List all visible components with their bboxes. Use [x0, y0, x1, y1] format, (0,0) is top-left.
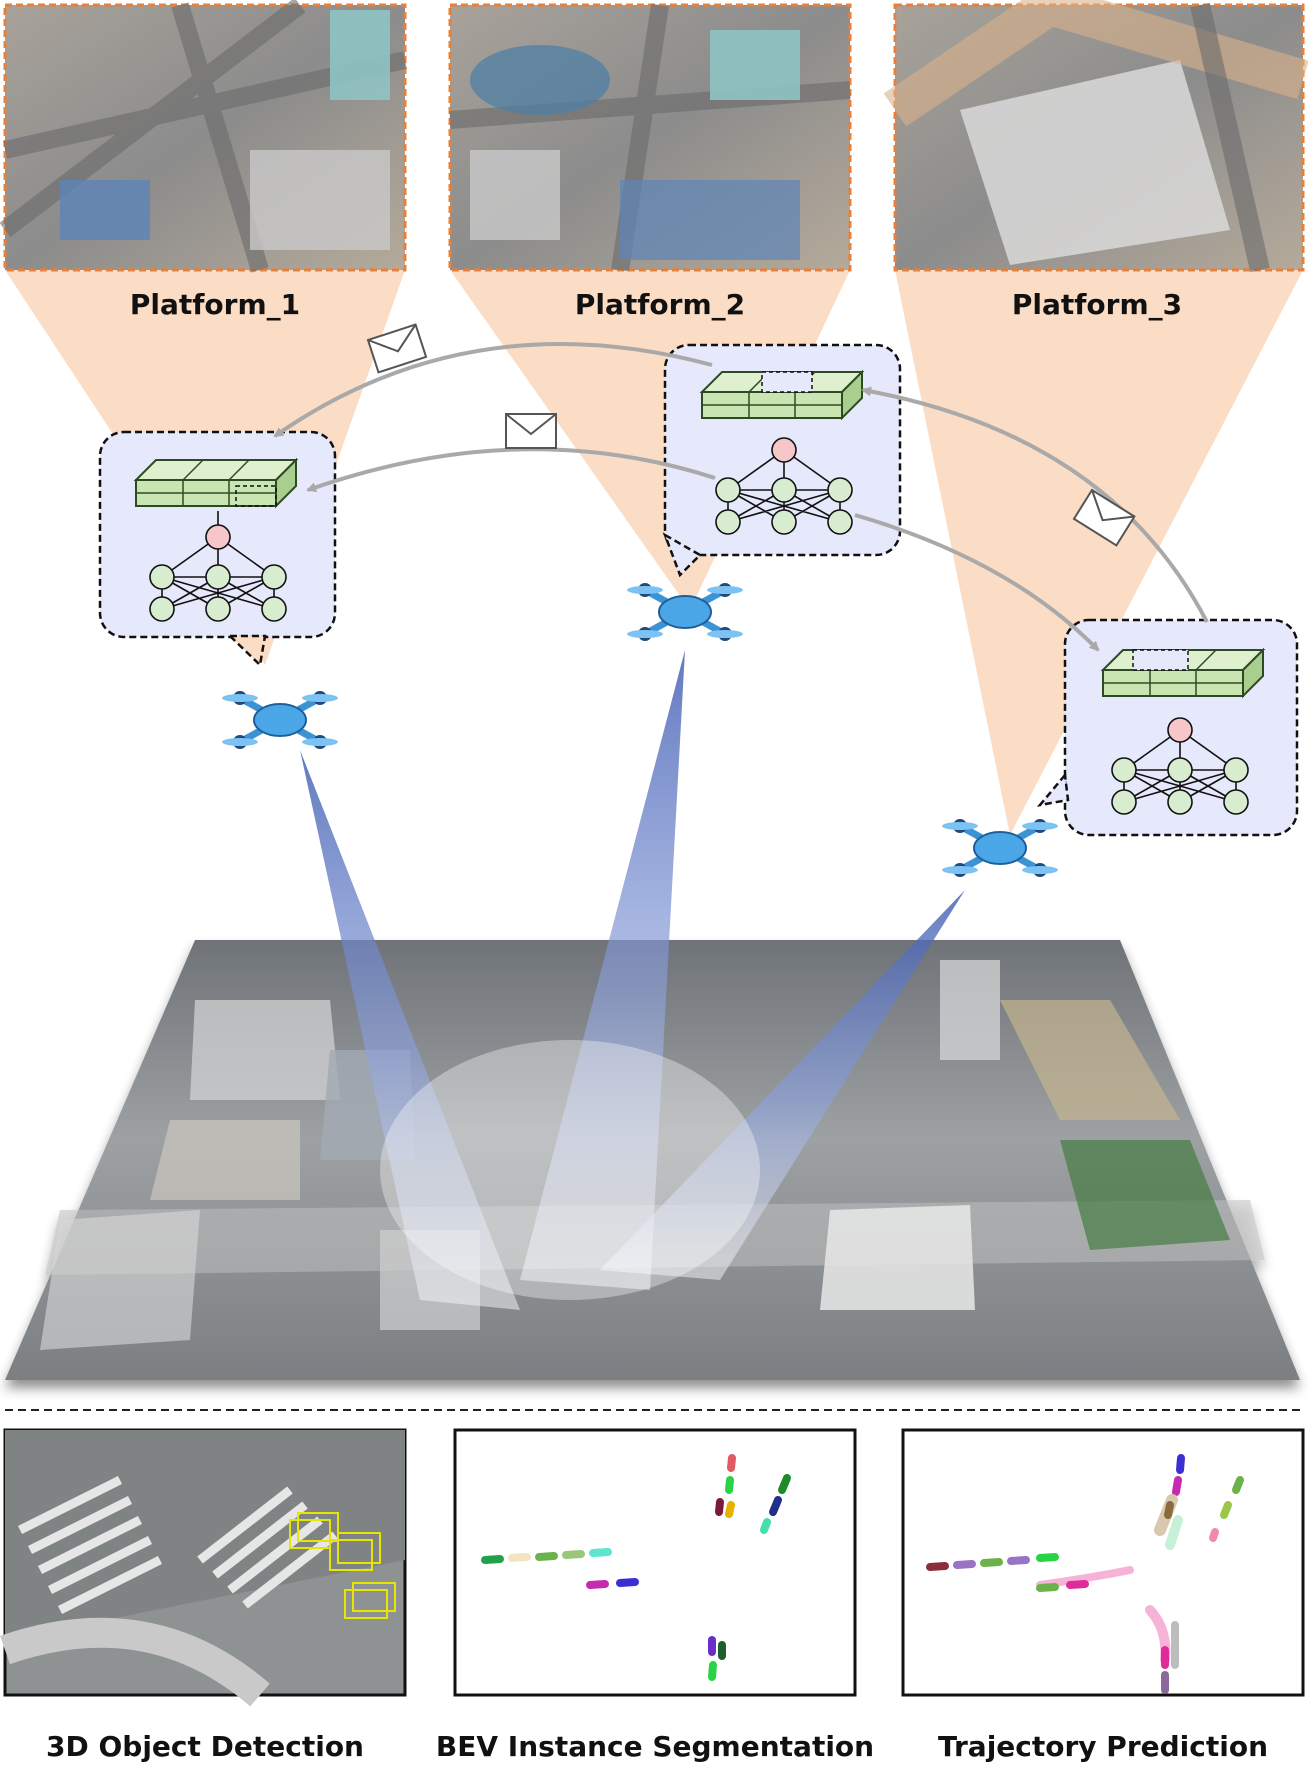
- arrow-p2-to-p1: [273, 341, 713, 438]
- task-panel-trajectory: [901, 1428, 1305, 1697]
- task-panel-detection: [0, 1428, 407, 1707]
- platform-2-label: Platform_2: [574, 288, 746, 321]
- arrow-p3-to-p2: [861, 386, 1209, 623]
- arrow-p2-to-p3: [854, 513, 1100, 652]
- platform-view-2: [448, 3, 852, 272]
- neural-network-icon: [149, 437, 1249, 815]
- beam-drone-3: [600, 890, 965, 1280]
- frustum-platform-3: [895, 270, 1303, 835]
- task-label-segmentation: BEV Instance Segmentation: [435, 1730, 875, 1763]
- voxel-grid-icon: [133, 369, 1266, 699]
- task-panel-segmentation: [453, 1428, 857, 1697]
- message-arrows: [273, 341, 1209, 652]
- task-label-trajectory: Trajectory Prediction: [937, 1730, 1269, 1763]
- platform-view-1: [0, 0, 407, 273]
- platform-3-label: Platform_3: [1011, 288, 1183, 321]
- envelope-icon: [366, 323, 1136, 547]
- arrow-p2-to-p1-lower: [306, 447, 716, 493]
- beam-drone-1: [300, 750, 520, 1310]
- drone-icon: [222, 583, 1058, 877]
- platform-view-3: [883, 0, 1308, 273]
- beam-drone-2: [520, 650, 685, 1290]
- task-label-detection: 3D Object Detection: [46, 1730, 364, 1763]
- platform-1-label: Platform_1: [129, 288, 301, 321]
- sensing-beams: [300, 650, 965, 1310]
